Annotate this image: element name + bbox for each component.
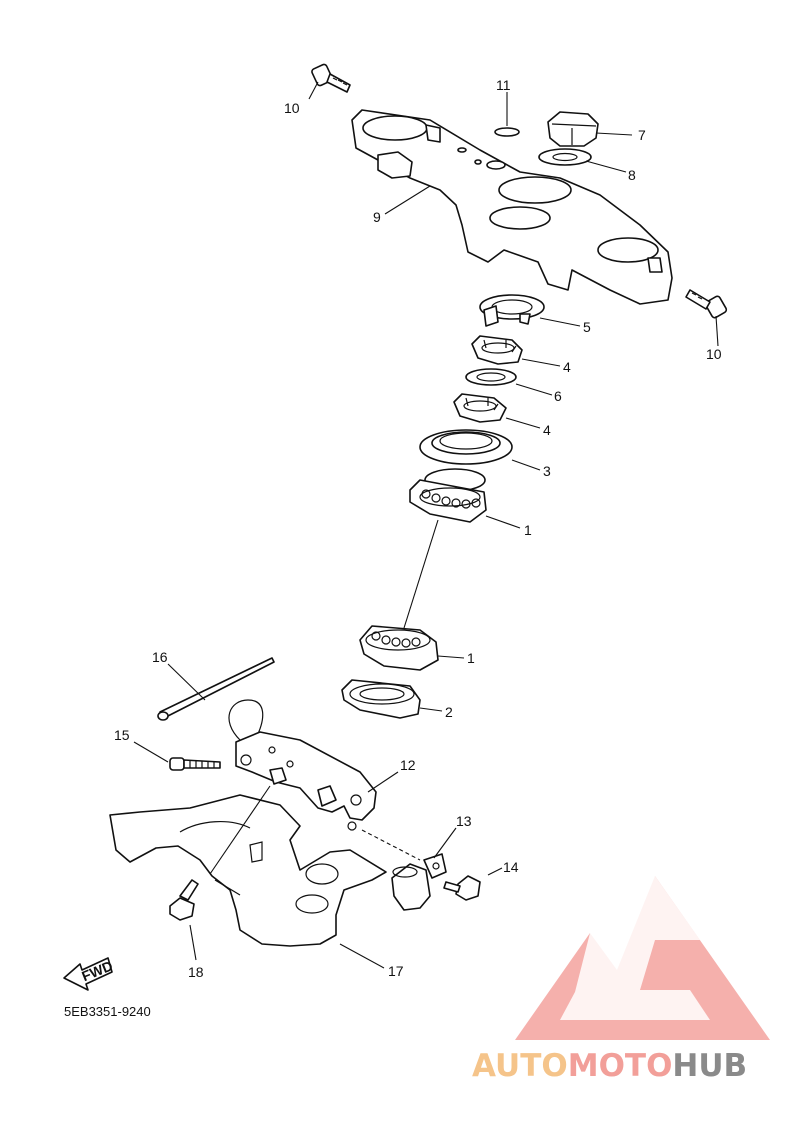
cover-part-17 xyxy=(109,794,387,947)
callout-17: 17 xyxy=(388,963,404,979)
callout-10-upper: 10 xyxy=(284,100,300,116)
mountain-triangle-logo xyxy=(515,876,770,1040)
callout-13: 13 xyxy=(456,813,472,829)
ring-nut-part-4-lower xyxy=(453,393,507,423)
watermark-text-hub: HUB xyxy=(672,1048,748,1084)
bearing-part-1-lower xyxy=(359,625,439,671)
callout-14: 14 xyxy=(503,859,519,875)
callout-3: 3 xyxy=(543,463,551,479)
callout-6: 6 xyxy=(554,388,562,404)
callout-10-lower: 10 xyxy=(706,346,722,362)
assembly-guide-line xyxy=(361,829,421,861)
diagram-code: 5EB3351-9240 xyxy=(64,1004,151,1019)
seal-part-3 xyxy=(419,429,513,465)
washer-part-8 xyxy=(538,148,592,166)
bolt-part-18 xyxy=(169,879,199,921)
callout-4-upper: 4 xyxy=(563,359,571,375)
watermark-text-auto: AUTO xyxy=(472,1048,568,1084)
bolt-part-10-upper xyxy=(311,63,351,93)
ring-nut-part-4-upper xyxy=(471,335,523,365)
cap-nut-part-7 xyxy=(547,111,599,147)
upper-bracket-part-9 xyxy=(351,109,673,305)
plate-part-11 xyxy=(494,127,520,137)
callout-1-upper: 1 xyxy=(524,522,532,538)
screw-part-15 xyxy=(169,757,221,771)
callout-9: 9 xyxy=(373,209,381,225)
cable-tie-part-16 xyxy=(157,657,275,721)
bracket-part-12 xyxy=(228,699,377,831)
automotohub-watermark: AUTOMOTOHUB xyxy=(472,1048,792,1088)
steering-axis-line xyxy=(403,519,439,629)
bolt-part-10-lower xyxy=(685,289,728,319)
seal-part-2 xyxy=(341,679,421,719)
callout-11: 11 xyxy=(496,77,511,93)
fwd-label: FWD xyxy=(79,957,115,984)
washer-part-6 xyxy=(465,368,517,386)
callout-18: 18 xyxy=(188,964,204,980)
clamp-part-13 xyxy=(391,853,447,911)
lock-washer-part-5 xyxy=(479,294,545,327)
watermark-text-moto: MOTO xyxy=(567,1048,673,1084)
assembly-guide-line-2 xyxy=(209,785,271,875)
bearing-part-1-upper xyxy=(409,468,487,523)
callout-16: 16 xyxy=(152,649,168,665)
callout-2: 2 xyxy=(445,704,453,720)
fwd-arrow-icon: FWD xyxy=(63,957,115,991)
callout-labels: 10 11 7 8 9 10 5 4 6 4 3 1 1 2 16 15 12 … xyxy=(114,77,722,980)
callout-4-lower: 4 xyxy=(543,422,551,438)
callout-15: 15 xyxy=(114,727,130,743)
callout-7: 7 xyxy=(638,127,646,143)
callout-8: 8 xyxy=(628,167,636,183)
leader-lines xyxy=(133,81,719,969)
callout-1-lower: 1 xyxy=(467,650,475,666)
bolt-part-14 xyxy=(443,875,481,901)
callout-5: 5 xyxy=(583,319,591,335)
callout-12: 12 xyxy=(400,757,416,773)
